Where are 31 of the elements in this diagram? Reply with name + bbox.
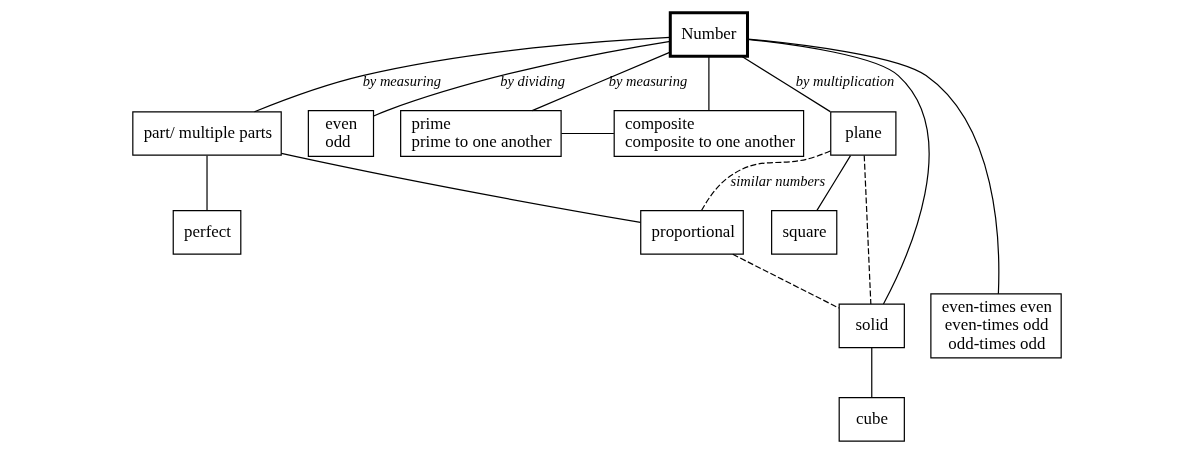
connector xyxy=(206,155,208,212)
node-box: Number xyxy=(668,11,749,58)
connector xyxy=(280,152,642,224)
connector xyxy=(732,253,840,309)
connector xyxy=(741,55,831,113)
connector xyxy=(708,56,710,111)
edge-label: similar numbers xyxy=(730,173,826,190)
node-box: proportional xyxy=(640,210,744,255)
node-box: perfect xyxy=(172,210,242,255)
edge-label: by multiplication xyxy=(795,72,895,89)
connector xyxy=(373,40,671,117)
connector xyxy=(253,36,671,113)
node-box: prime prime to one another xyxy=(400,109,562,158)
edge-label: by measuring xyxy=(362,72,442,89)
node-box: plane xyxy=(830,111,897,156)
edge-label: by measuring xyxy=(608,72,688,89)
connector xyxy=(816,155,852,212)
node-box: square xyxy=(771,210,838,255)
connector xyxy=(701,150,831,211)
node-box: even odd xyxy=(307,109,375,158)
connector xyxy=(560,132,615,135)
node-box: part/ multiple parts xyxy=(132,111,282,156)
connector xyxy=(863,154,872,305)
connector xyxy=(531,51,671,112)
node-box: solid xyxy=(838,303,905,349)
node-box: cube xyxy=(838,397,905,442)
connector xyxy=(747,38,1000,295)
edge-label: by dividing xyxy=(500,72,565,89)
node-box: even-times even even-times odd odd-times odd xyxy=(930,293,1062,359)
node-box: composite composite to one another xyxy=(613,109,805,158)
connector xyxy=(871,347,873,399)
